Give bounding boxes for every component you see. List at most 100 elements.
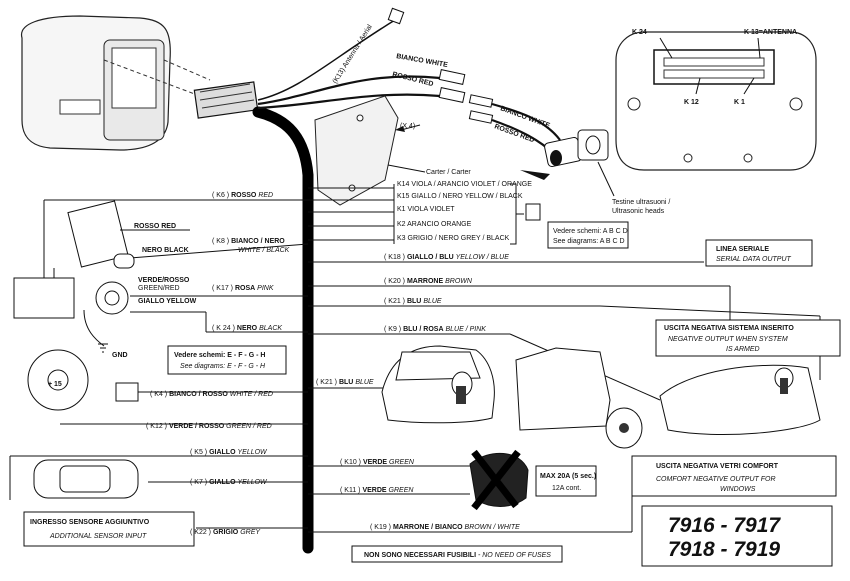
plus15-label: + 15 [48,381,62,388]
main-connector [193,81,259,119]
efgh-box [167,345,287,375]
fuse-line1: MAX 20A (5 sec.) [540,473,596,480]
k4-en: WHITE / RED [230,391,273,398]
svg-text:( K 24 ) NERO BLACK: ( K 24 ) NERO BLACK [212,325,282,332]
comfort-box-title: USCITA NEGATIVA VETRI COMFORT [656,463,779,470]
svg-text:( K17 ) ROSA PINK: ( K17 ) ROSA PINK [212,285,274,292]
k12-en: GREEN / RED [226,423,272,430]
svg-text:( K19 ) MARRONE / BIANCO BROWN: ( K19 ) MARRONE / BIANCO BROWN / WHITE [370,524,520,531]
k21-it: BLU [407,298,421,305]
k24-pin-label: K 24 [632,29,647,36]
svg-text:( K10 ) VERDE GREEN: ( K10 ) VERDE GREEN [340,459,415,466]
left-wiring [9,199,309,547]
connector-pinout [615,31,817,171]
no-fuse-it: NON SONO NECESSARI FUSIBILI [364,552,476,559]
heads-label-2: Ultrasonic heads [612,208,665,215]
no-fuse-en: - NO NEED OF FUSES [476,552,551,559]
bundle-k2: K2 ARANCIO ORANGE [397,221,472,228]
comfort-box [631,455,837,497]
negative-box-sub1: NEGATIVE OUTPUT WHEN SYSTEM [668,336,788,343]
k7-en: YELLOW [237,479,268,486]
sensor-box-title: INGRESSO SENSORE AGGIUNTIVO [30,519,150,526]
k22-en: GREY [240,529,261,536]
red-label-1: ROSSO RED [392,71,434,88]
svg-text:( K7 ) GIALLO YELLOW: ( K7 ) GIALLO YELLOW [190,479,268,486]
k18-code: ( K18 ) [384,254,405,261]
k6-it: ROSSO [231,192,257,199]
svg-text:( K20 ) MARRONE BROWN: ( K20 ) MARRONE BROWN [384,278,473,285]
serial-box-title: LINEA SERIALE [716,246,769,253]
k19-it: MARRONE / BIANCO [393,524,463,531]
comfort-box-sub2: WINDOWS [720,486,756,493]
k6-en: RED [258,192,273,199]
rosso-red-label: ROSSO RED [134,223,176,230]
k1-pin-label: K 1 [734,99,745,106]
nero-black-label: NERO BLACK [142,247,189,254]
k18-it: GIALLO / BLU [407,254,454,261]
k21b-it: BLU [339,379,353,386]
x4-label: (X 4) [400,123,415,130]
svg-text:NON SONO NECESSARI FUSIBILI -: NON SONO NECESSARI FUSIBILI - NO NEED OF… [364,552,551,559]
k21-code: ( K21 ) [384,298,405,305]
k13-pin-label: K 13=ANTENNA [744,29,797,36]
k24-en: BLACK [259,325,282,332]
sensor-box-sub: ADDITIONAL SENSOR INPUT [49,533,147,540]
k8-en: WHITE / BLACK [238,247,290,254]
car-hood [659,364,821,436]
k6-code: ( K6 ) [212,192,229,199]
k24-code: ( K 24 ) [212,325,235,332]
comfort-box-sub1: COMFORT NEGATIVE OUTPUT FOR [656,476,776,483]
k22-code: ( K22 ) [190,529,211,536]
k20-it: MARRONE [407,278,443,285]
k21-en: BLUE [423,298,442,305]
model-box [641,505,833,567]
k12-code: ( K12 ) [146,423,167,430]
k12-it: VERDE / ROSSO [169,423,225,430]
right-wire-labels: ( K18 ) GIALLO / BLU YELLOW / BLUE ( K20… [316,254,520,531]
k7-it: GIALLO [209,479,236,486]
svg-text:( K11 ) VERDE GREEN: ( K11 ) VERDE GREEN [340,487,414,494]
svg-text:( K8 ) BIANCO / NERO: ( K8 ) BIANCO / NERO [212,238,285,245]
no-fuse-box [351,545,563,563]
k10-en: GREEN [389,459,415,466]
k4-code: ( K4 ) [150,391,167,398]
antenna-label: (K13) Antenna / Aerial [332,23,374,85]
k5-it: GIALLO [209,449,236,456]
svg-text:( K6 ) ROSSO RED: ( K6 ) ROSSO RED [212,192,273,199]
k17-code: ( K17 ) [212,285,233,292]
bundle-see-en: See diagrams: A B C D [553,238,625,245]
fuse-line2: 12A cont. [552,485,581,492]
k19-en: BROWN / WHITE [465,524,521,531]
k17-it: ROSA [235,285,255,292]
k21b-en: BLUE [355,379,374,386]
red-label-2: ROSSO RED [493,123,535,144]
bundle-see-it: Vedere schemi: A B C D [553,228,628,235]
k11-it: VERDE [362,487,386,494]
k24-it: NERO [237,325,258,332]
negative-box-title: USCITA NEGATIVA SISTEMA INSERITO [664,325,794,332]
k9-it: BLU / ROSA [403,326,443,333]
k11-code: ( K11 ) [340,487,361,494]
white-label-1: BIANCO WHITE [396,53,449,69]
k7-code: ( K7 ) [190,479,207,486]
k8-it: BIANCO / NERO [231,238,285,245]
giallo-yellow-label: GIALLO YELLOW [138,298,197,305]
k19-code: ( K19 ) [370,524,391,531]
heads-label-1: Testine ultrasuoni / [612,199,670,206]
horn-crossed [469,449,529,511]
left-wire-labels: ( K6 ) ROSSO RED ( K8 ) BIANCO / NERO WH… [146,192,290,536]
k4-it: BIANCO / ROSSO [169,391,228,398]
carter-label: Carter / Carter [426,169,471,176]
main-harness [252,106,314,554]
svg-text:( K12 ) VERDE / ROSSO GREEN /: ( K12 ) VERDE / ROSSO GREEN / RED [146,423,272,430]
ultrasonic-heads [520,129,615,197]
k20-code: ( K20 ) [384,278,405,285]
bundle-k3: K3 GRIGIO / NERO GREY / BLACK [397,235,510,242]
negative-box-sub2: IS ARMED [726,346,760,353]
fuse-box [535,465,597,497]
bundle-k15: K15 GIALLO / NERO YELLOW / BLACK [397,193,523,200]
k5-code: ( K5 ) [190,449,207,456]
svg-text:( K21 ) BLU BLUE: ( K21 ) BLU BLUE [316,379,374,386]
green-red-label: GREEN/RED [138,285,180,292]
